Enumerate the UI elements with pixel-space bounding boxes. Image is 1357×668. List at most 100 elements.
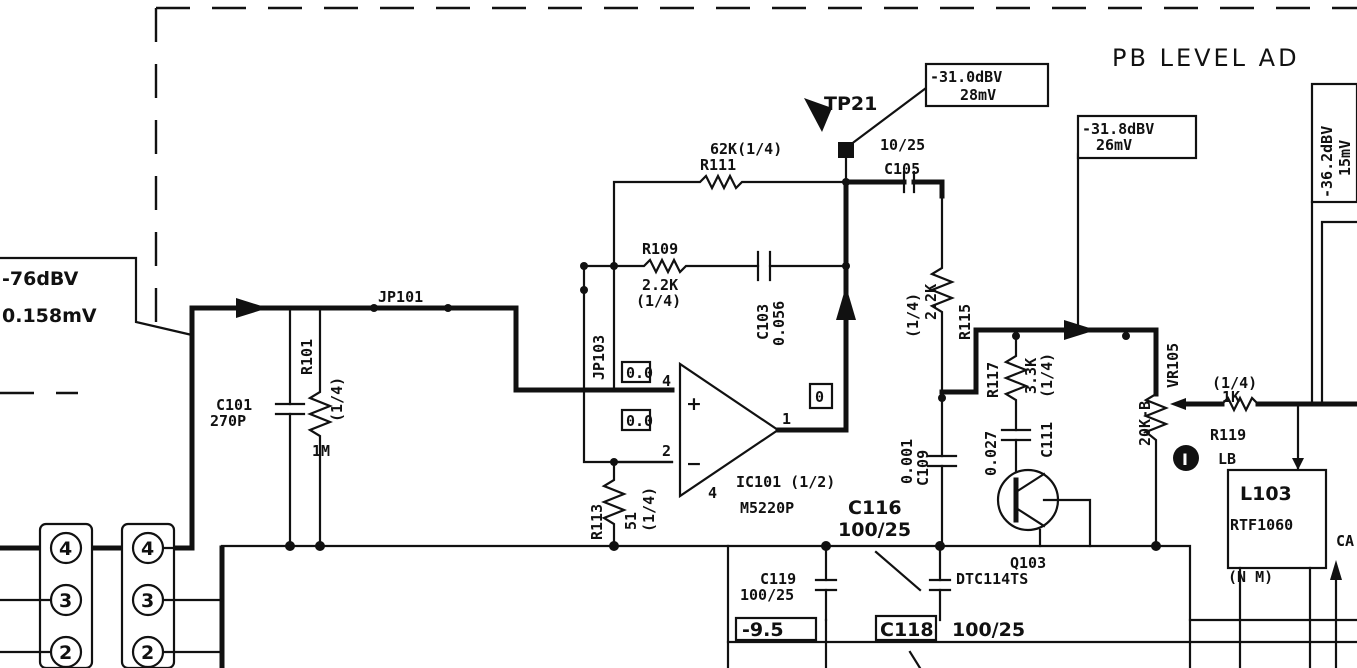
svg-text:4: 4 (662, 372, 671, 390)
svg-text:0.056: 0.056 (770, 301, 788, 346)
svg-text:3: 3 (59, 590, 72, 612)
svg-text:R115: R115 (956, 304, 974, 340)
svg-text:C101: C101 (216, 396, 252, 414)
svg-text:100/25: 100/25 (838, 519, 911, 541)
c103-plates (756, 250, 772, 282)
ground-rail (220, 544, 1192, 668)
input-arrow (236, 298, 268, 318)
connector-left: 4 3 2 (0, 522, 94, 668)
svg-text:0.158mV: 0.158mV (2, 305, 97, 327)
mid-trace (939, 327, 1159, 397)
svg-text:2.2K: 2.2K (922, 284, 940, 320)
svg-text:Q103: Q103 (1010, 554, 1046, 572)
jp101: JP101 (370, 288, 452, 312)
svg-text:2: 2 (141, 642, 154, 664)
r111-wire (612, 173, 848, 392)
svg-text:0.027: 0.027 (982, 431, 1000, 476)
svg-text:C103: C103 (754, 304, 772, 340)
svg-text:20K-B: 20K-B (1136, 401, 1154, 446)
output-arrow (836, 286, 856, 320)
right-level-box: -36.2dBV 15mV (1310, 82, 1357, 406)
svg-text:M5220P: M5220P (740, 499, 794, 517)
svg-text:+: + (686, 393, 702, 415)
r111-label: R111 (700, 156, 736, 174)
svg-text:10/25: 10/25 (880, 136, 925, 154)
svg-text:100/25: 100/25 (740, 586, 794, 604)
svg-text:C116: C116 (848, 497, 902, 519)
pin2-voltage: 0.0 (620, 408, 653, 432)
circled-i-marker: I (1173, 445, 1199, 471)
pin3-voltage: 0.0 (620, 360, 653, 384)
svg-text:(1/4): (1/4) (328, 377, 346, 422)
svg-text:C109: C109 (914, 450, 932, 486)
tp21: TP21 (804, 86, 928, 184)
svg-text:3.3K: 3.3K (1022, 358, 1040, 394)
svg-text:VR105: VR105 (1164, 343, 1182, 388)
svg-text:R119: R119 (1210, 426, 1246, 444)
jp103-label: JP103 (590, 335, 608, 380)
svg-text:2: 2 (662, 442, 671, 460)
connector-right: 4 3 2 (120, 522, 224, 668)
svg-text:(1/4): (1/4) (904, 293, 922, 338)
svg-text:CA: CA (1336, 532, 1354, 550)
svg-text:−: − (686, 453, 702, 475)
r119: (1/4) 1K R119 LB (1183, 374, 1357, 468)
r101: R101 (1/4) 1M (298, 306, 346, 548)
svg-text:JP101: JP101 (378, 288, 423, 306)
svg-text:-31.8dBV: -31.8dBV (1082, 120, 1154, 138)
svg-text:R101: R101 (298, 339, 316, 375)
svg-text:(1/4): (1/4) (1212, 374, 1257, 392)
svg-text:1M: 1M (312, 442, 330, 460)
svg-text:26mV: 26mV (1096, 136, 1132, 154)
svg-text:RTF1060: RTF1060 (1230, 516, 1293, 534)
svg-text:-31.0dBV: -31.0dBV (930, 68, 1002, 86)
r111-value: 62K(1/4) (710, 140, 782, 158)
svg-text:28mV: 28mV (960, 86, 996, 104)
r115: (1/4) 2.2K R115 (904, 194, 974, 394)
q103: Q103 DTC114TS (956, 468, 1092, 588)
minus95-box: -9.5 (726, 544, 1357, 668)
svg-text:4: 4 (141, 538, 154, 560)
r117: R117 3.3K (1/4) (984, 334, 1056, 432)
svg-text:15mV: 15mV (1336, 140, 1354, 176)
svg-text:R113: R113 (588, 504, 606, 540)
mid-level-box: -31.8dBV 26mV (1076, 114, 1198, 326)
svg-text:2: 2 (59, 642, 72, 664)
c101: C101 270P (210, 306, 306, 548)
svg-text:L103: L103 (1240, 483, 1292, 505)
svg-text:TP21: TP21 (824, 93, 877, 115)
svg-text:0.0: 0.0 (626, 364, 653, 382)
svg-text:-36.2dBV: -36.2dBV (1318, 126, 1336, 198)
l103: L103 RTF1060 (N M) CA (1188, 402, 1357, 668)
svg-text:(N M): (N M) (1228, 568, 1273, 586)
svg-text:R109: R109 (642, 240, 678, 258)
r109-wire (582, 257, 760, 392)
mid-arrow (1064, 320, 1096, 340)
c118: C118 100/25 (874, 614, 1025, 668)
svg-text:R117: R117 (984, 362, 1002, 398)
svg-text:IC101 (1/2): IC101 (1/2) (736, 473, 835, 491)
svg-text:270P: 270P (210, 412, 246, 430)
svg-text:0.0: 0.0 (626, 412, 653, 430)
svg-text:LB: LB (1218, 450, 1236, 468)
svg-text:2.2K: 2.2K (642, 276, 678, 294)
vr105: VR105 20K-B (1136, 343, 1186, 548)
board-outline (0, 6, 1357, 395)
r113: R113 51 (1/4) (588, 460, 658, 548)
svg-text:I: I (1182, 450, 1188, 469)
ic101-opamp: + − 4 2 1 4 IC101 (1/2) M5220P (662, 361, 835, 517)
c105: C105 10/25 (843, 136, 945, 199)
tp21-level-box: -31.0dBV 28mV (924, 62, 1050, 108)
input-level-box: -76dBV 0.158mV (0, 256, 194, 337)
svg-text:(1/4): (1/4) (640, 487, 658, 532)
out-voltage: 0 (808, 382, 834, 410)
svg-text:51: 51 (622, 512, 640, 530)
svg-text:4: 4 (708, 484, 717, 502)
svg-text:DTC114TS: DTC114TS (956, 570, 1028, 588)
svg-text:C118: C118 (880, 619, 934, 641)
svg-text:0: 0 (815, 388, 824, 406)
svg-text:100/25: 100/25 (952, 619, 1025, 641)
svg-text:0.001: 0.001 (898, 439, 916, 484)
c109: 0.001 C109 (898, 390, 958, 548)
